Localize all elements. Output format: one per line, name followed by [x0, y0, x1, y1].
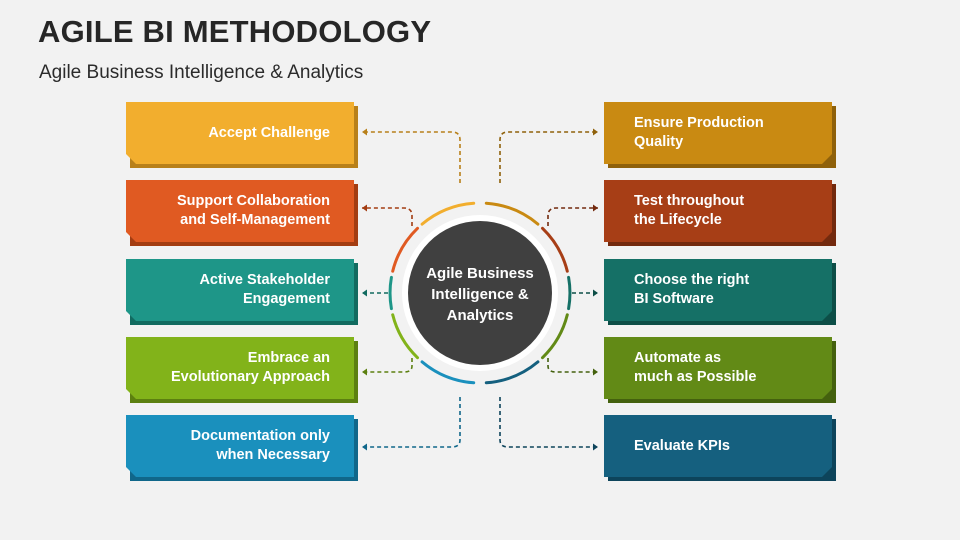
ring-arc-left-3	[388, 275, 393, 311]
card-face	[604, 415, 832, 477]
card-text-line: Documentation only	[190, 428, 330, 444]
card-text-line: Embrace an	[247, 350, 330, 366]
card-text-line: the Lifecycle	[634, 212, 722, 228]
ring-arc-right-2	[541, 226, 569, 273]
card-text-line: Test throughout	[634, 193, 745, 209]
card-face	[604, 259, 832, 321]
right-step-card-4: Automate as much as Possible	[604, 337, 836, 403]
center-label: Agile Business Intelligence & Analytics	[426, 264, 534, 324]
card-face	[604, 180, 832, 242]
ring-arc-right-1	[484, 201, 540, 226]
right-connector-2	[547, 207, 598, 226]
left-connector-2	[362, 207, 413, 226]
right-arrowhead-1	[593, 128, 598, 136]
card-text: Choose the right BI Software	[634, 259, 749, 321]
ring-arc-right-3	[567, 275, 572, 311]
page-title: AGILE BI METHODOLOGY	[38, 14, 432, 49]
card-text-line: BI Software	[634, 291, 714, 307]
left-arrowhead-4	[362, 368, 367, 376]
card-text-line: Ensure Production	[634, 115, 764, 131]
card-text-line: Active Stakeholder	[199, 272, 330, 288]
left-step-card-1: Accept Challenge	[126, 102, 358, 168]
card-text-line: and Self-Management	[180, 212, 330, 228]
card-text: Test throughout the Lifecycle	[634, 180, 744, 242]
right-step-card-2: Test throughout the Lifecycle	[604, 180, 836, 246]
center-circle	[408, 221, 552, 365]
ring-arc-left-5	[420, 360, 476, 385]
card-face	[604, 102, 832, 164]
ring-arc-left-4	[391, 313, 419, 360]
right-connector-5	[499, 397, 598, 448]
card-text-line: much as Possible	[634, 369, 757, 385]
card-text-line: Evolutionary Approach	[171, 369, 330, 385]
card-text-line: Support Collaboration	[176, 193, 330, 209]
ring-arc-left-1	[420, 201, 476, 226]
right-connector-1	[499, 131, 598, 183]
card-text-line: Quality	[634, 134, 684, 150]
left-arrowhead-3	[362, 289, 367, 297]
card-text: Evaluate KPIs	[634, 415, 730, 477]
card-text-line: Accept Challenge	[208, 124, 330, 141]
card-face	[126, 180, 354, 242]
card-text-line: Choose the right	[634, 272, 750, 288]
right-arrowhead-2	[593, 204, 598, 212]
right-step-card-3: Choose the right BI Software	[604, 259, 836, 325]
card-face	[126, 102, 354, 164]
left-arrowhead-5	[362, 443, 367, 451]
left-arrowhead-2	[362, 204, 367, 212]
left-step-card-2: Support Collaboration and Self-Management	[126, 180, 358, 246]
left-connector-4	[362, 358, 413, 373]
card-text-line: Automate as	[634, 350, 722, 366]
right-step-card-5: Evaluate KPIs	[604, 415, 836, 481]
card-text-line: when Necessary	[216, 447, 330, 463]
card-text: Accept Challenge	[208, 102, 330, 164]
left-step-card-5: Documentation only when Necessary	[126, 415, 358, 481]
card-face	[126, 415, 354, 477]
card-face	[126, 337, 354, 399]
right-arrowhead-4	[593, 368, 598, 376]
left-connector-5	[362, 397, 461, 448]
right-arrowhead-3	[593, 289, 598, 297]
left-arrowhead-1	[362, 128, 367, 136]
card-text: Documentation only when Necessary	[191, 415, 330, 477]
ring-arc-left-2	[391, 226, 419, 273]
card-face	[126, 259, 354, 321]
card-text-line: Evaluate KPIs	[634, 437, 730, 454]
card-text-line: Engagement	[242, 291, 330, 307]
card-text: Support Collaboration and Self-Management	[177, 180, 330, 242]
page-subtitle: Agile Business Intelligence & Analytics	[39, 62, 364, 83]
ring-arc-right-5	[484, 360, 540, 385]
ring-arc-right-4	[541, 313, 569, 360]
left-connector-1	[362, 131, 461, 183]
right-connector-4	[547, 358, 598, 373]
card-text: Embrace an Evolutionary Approach	[171, 337, 330, 399]
right-arrowhead-5	[593, 443, 598, 451]
card-text: Automate as much as Possible	[634, 337, 757, 399]
left-step-card-4: Embrace an Evolutionary Approach	[126, 337, 358, 403]
card-face	[604, 337, 832, 399]
